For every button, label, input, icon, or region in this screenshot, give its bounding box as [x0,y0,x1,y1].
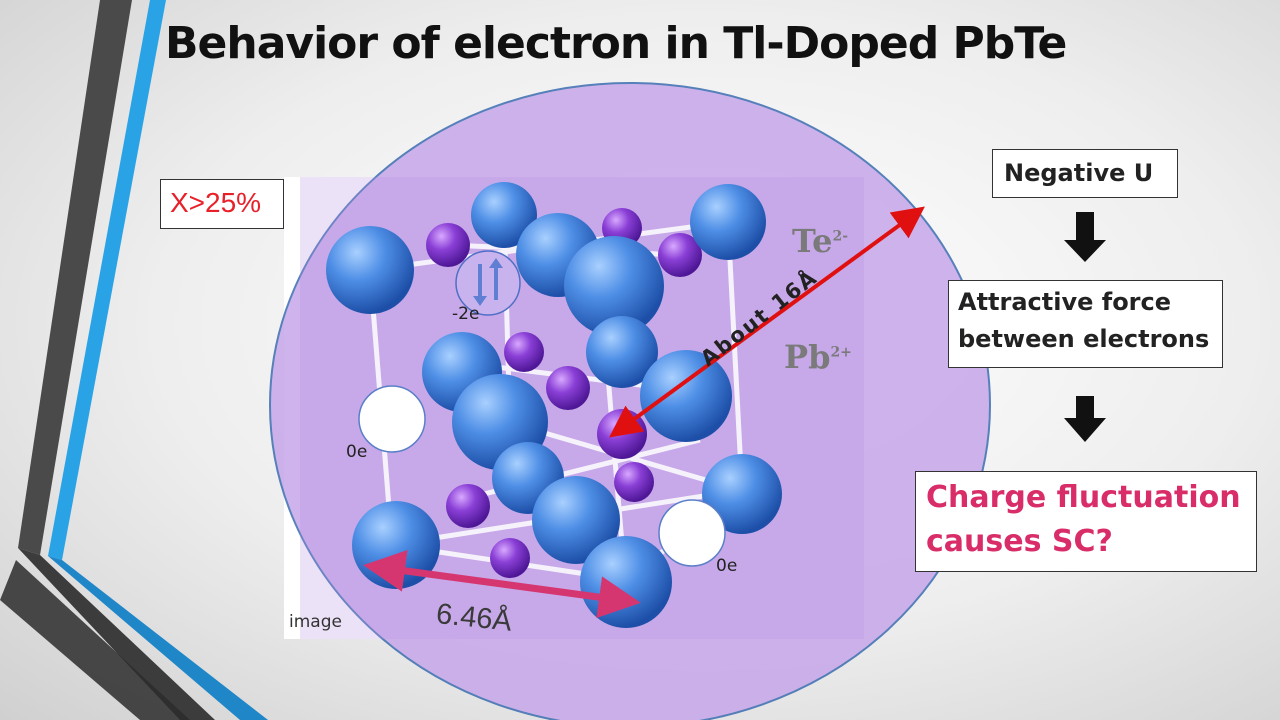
down-arrow-2-icon [1064,396,1106,442]
flow-box-attractive-force: Attractive force between electrons [948,280,1223,368]
te-label: Te2- [792,222,849,260]
flow-box-negative-u: Negative U [992,149,1178,198]
empty-site-left-charge: 0e [346,442,368,462]
spin-down-icon [473,264,487,306]
slide-title: Behavior of electron in Tl-Doped PbTe [165,18,1067,69]
lattice-distance-arrow [363,550,641,618]
flow-step-2-line-2: between electrons [958,325,1210,353]
pair-site-charge: -2e [452,304,480,324]
empty-site-right [658,499,726,567]
flow-box-charge-fluctuation: Charge fluctuation causes SC? [915,471,1257,572]
empty-site-left [358,385,426,453]
doping-label-box: X>25% [160,179,284,229]
flow-step-2-line-1: Attractive force [958,288,1172,316]
pb-label: Pb2+ [784,338,852,376]
spin-up-icon [489,258,503,300]
electron-pair-site [455,250,521,316]
image-caption: image [289,612,342,632]
empty-site-right-charge: 0e [716,556,738,576]
down-arrow-1-icon [1064,212,1106,262]
long-distance-arrow [609,206,925,438]
flow-step-1: Negative U [1004,159,1154,187]
flow-step-3-line-1: Charge fluctuation [926,480,1241,515]
flow-step-3-line-2: causes SC? [926,524,1113,559]
decorative-stripes [0,0,268,720]
doping-label: X>25% [170,187,262,218]
